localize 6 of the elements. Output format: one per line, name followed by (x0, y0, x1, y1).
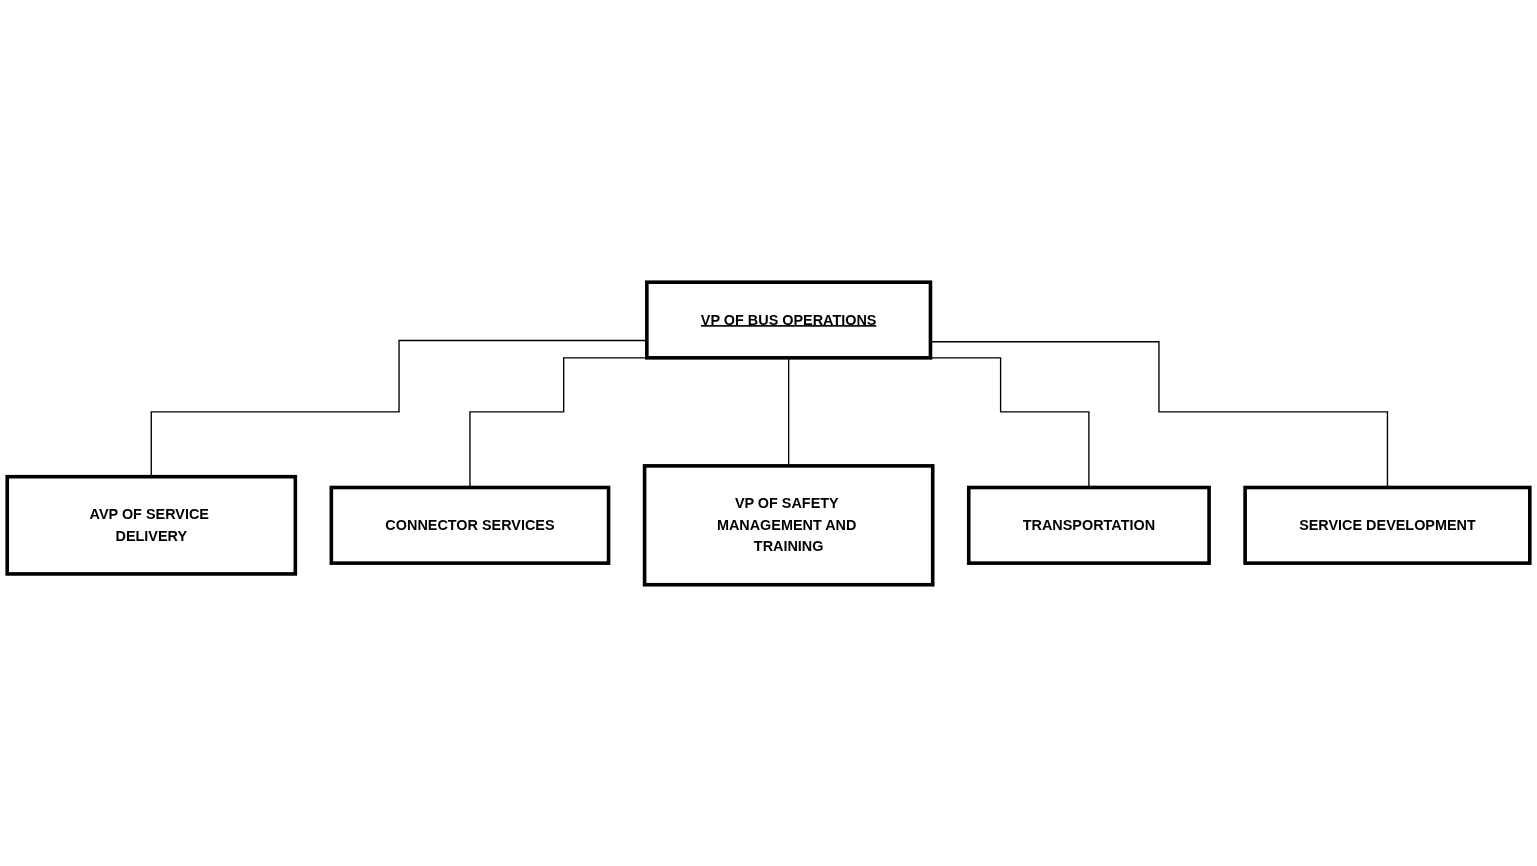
node-box: AVP OF SERVICE DELIVERY (5, 474, 298, 576)
node-box: CONNECTOR SERVICES (329, 485, 611, 565)
node-box: VP OF BUS OPERATIONS (645, 279, 933, 360)
node-box: TRANSPORTATION (966, 485, 1211, 565)
node-box: VP OF SAFETY MANAGEMENT AND TRAINING (642, 463, 935, 587)
node-box: SERVICE DEVELOPMENT (1243, 485, 1532, 565)
